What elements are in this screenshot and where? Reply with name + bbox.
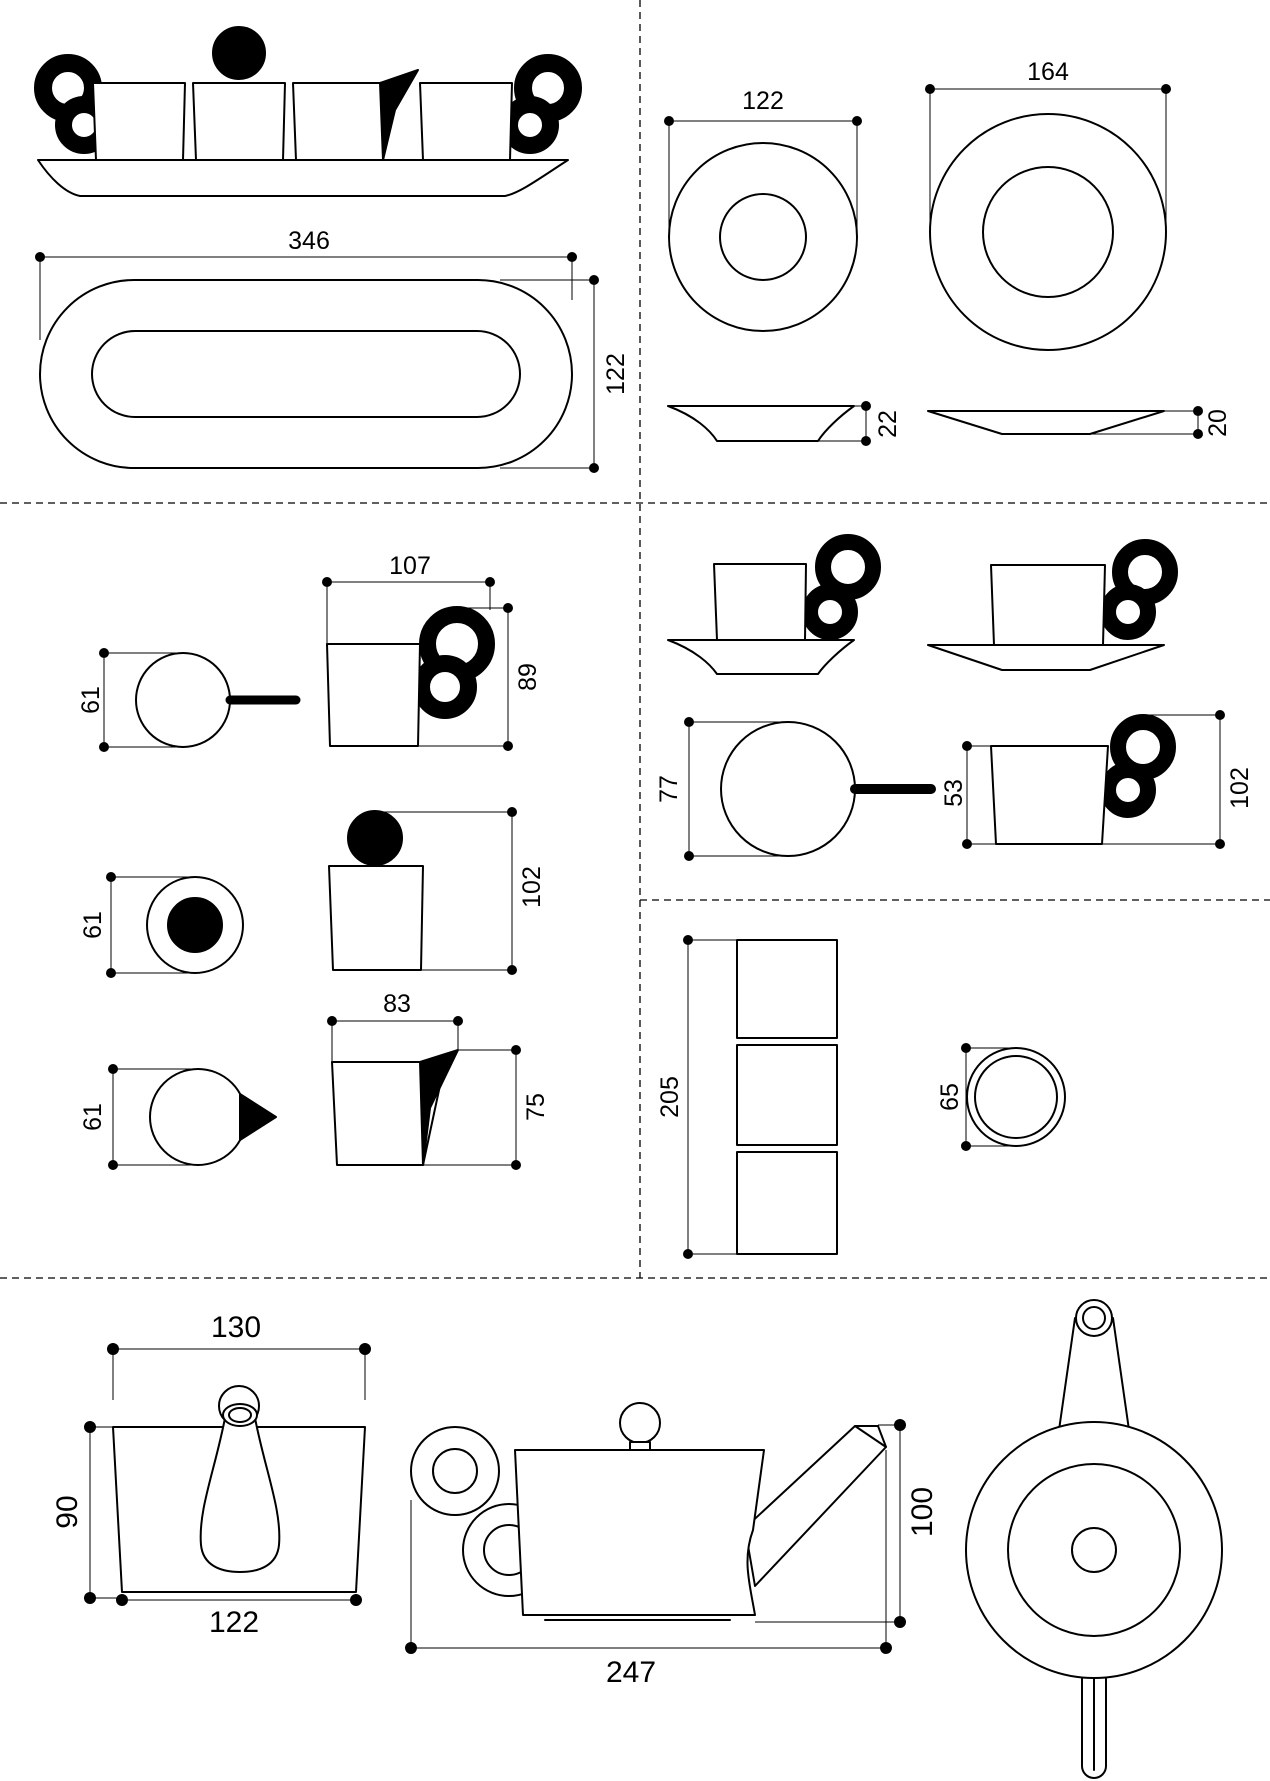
small-plate-height-dimension: [818, 401, 871, 446]
teapot-height-label: 100: [906, 1487, 939, 1537]
creamer-top-view: [149, 1068, 277, 1166]
teacup-side-view: [990, 714, 1176, 845]
glass-diameter-label: 65: [936, 1083, 964, 1111]
stacked-cups: [736, 939, 838, 1255]
sugar-top-diameter-dimension: [106, 872, 195, 978]
large-plate-diameter-dimension: [925, 84, 1171, 232]
cup-side-view: [326, 606, 495, 747]
cup-height-dimension: [418, 603, 513, 751]
teacup-body-height-dimension: [962, 741, 996, 849]
warmer-top-width-label: 130: [211, 1311, 261, 1344]
small-plate-side-view: [667, 405, 855, 442]
stack-height-label: 205: [656, 1076, 684, 1118]
cup-top-view: [135, 652, 301, 748]
creamer-side-view: [331, 1049, 459, 1166]
small-plate-diameter-dimension: [664, 116, 862, 237]
large-plate-height-label: 20: [1204, 409, 1232, 437]
small-plate-height-label: 22: [874, 410, 902, 438]
teacup-saucer: [927, 539, 1178, 671]
teapot-height-dimension: [755, 1419, 906, 1628]
sugar-bowl-side-view: [328, 810, 424, 971]
tray-top-view: [39, 279, 573, 469]
warmer-top-width-dimension: [107, 1343, 371, 1400]
warmer-bottom-width-dimension: [116, 1594, 362, 1606]
warmer-height-label: 90: [51, 1495, 84, 1528]
teapot-side-view: [410, 1402, 887, 1621]
tray-length-label: 346: [288, 227, 330, 255]
large-plate-top-view: [929, 113, 1167, 351]
teacup-height-label: 102: [1226, 767, 1254, 809]
tray-length-dimension: [35, 252, 577, 340]
large-plate-side-view: [927, 410, 1165, 435]
glass-diameter-dimension: [961, 1043, 1016, 1151]
cup-height-label: 89: [514, 663, 542, 691]
tray-width-label: 122: [602, 353, 630, 395]
creamer-top-diameter-dimension: [108, 1064, 198, 1170]
espresso-cup-saucer: [667, 534, 881, 675]
creamer-top-diameter-label: 61: [79, 1103, 107, 1131]
creamer-width-label: 83: [383, 990, 411, 1018]
creamer-width-dimension: [327, 1016, 463, 1062]
sugar-height-dimension: [375, 807, 517, 975]
sugar-height-label: 102: [518, 866, 546, 908]
large-plate-height-dimension: [1090, 406, 1203, 439]
teapot-top-view: [965, 1299, 1223, 1779]
tray-width-dimension: [500, 275, 599, 473]
sugar-top-diameter-label: 61: [79, 911, 107, 939]
creamer-height-label: 75: [522, 1093, 550, 1121]
small-plate-top-view: [668, 142, 858, 332]
teacup-body-height-label: 53: [940, 779, 968, 807]
creamer-height-dimension: [423, 1045, 521, 1170]
teapot-front-view: [112, 1385, 366, 1593]
large-plate-diameter-label: 164: [1027, 58, 1069, 86]
stack-height-dimension: [683, 935, 737, 1259]
tray-set-illustration: [34, 26, 582, 197]
teacup-height-dimension: [1102, 710, 1225, 849]
teacup-top-diameter-label: 77: [655, 775, 683, 803]
cup-top-diameter-dimension: [99, 648, 183, 752]
cup-width-label: 107: [389, 552, 431, 580]
sugar-bowl-top-view: [146, 876, 244, 974]
teapot-length-label: 247: [606, 1656, 656, 1689]
teacup-top-diameter-dimension: [684, 717, 788, 861]
cup-top-diameter-label: 61: [77, 686, 105, 714]
warmer-height-dimension: [84, 1421, 122, 1604]
cup-width-dimension: [322, 577, 495, 644]
small-plate-diameter-label: 122: [742, 87, 784, 115]
teapot-length-dimension: [405, 1450, 892, 1654]
warmer-bottom-width-label: 122: [209, 1606, 259, 1639]
glass-top-view: [966, 1047, 1066, 1147]
teacup-top-view: [720, 721, 936, 857]
